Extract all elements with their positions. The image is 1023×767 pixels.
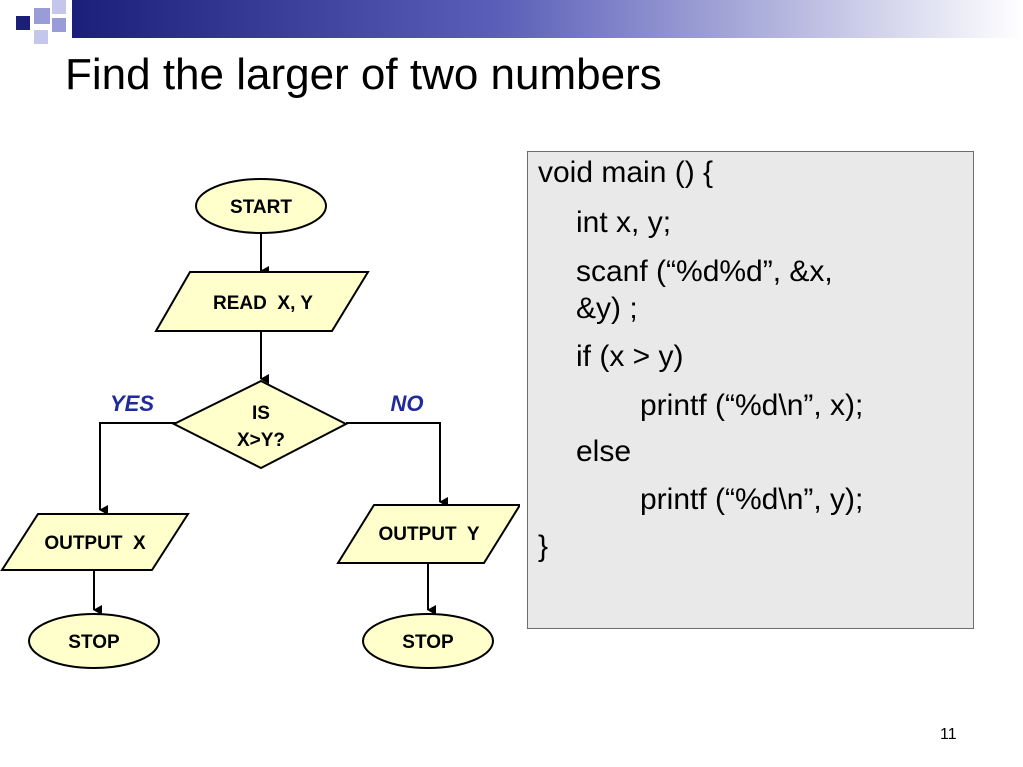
header-gradient-bar bbox=[72, 0, 1023, 38]
output-y-label: OUTPUT Y bbox=[379, 524, 480, 545]
no-branch-label: NO bbox=[391, 391, 424, 416]
connector-no-branch bbox=[346, 422, 448, 507]
header-square-light-1 bbox=[34, 8, 50, 24]
code-line-7: else bbox=[576, 435, 632, 468]
header-square-light-4 bbox=[52, 18, 66, 32]
decision-diamond bbox=[171, 379, 349, 470]
code-line-5: if (x > y) bbox=[576, 340, 684, 373]
output-y-shape bbox=[336, 504, 520, 564]
stop-terminator-right bbox=[362, 613, 494, 669]
flowchart: START READ X, Y IS X>Y? YES NO OUTPUT X … bbox=[0, 178, 520, 669]
read-label: READ X, Y bbox=[213, 293, 313, 314]
stop-terminator-left bbox=[28, 613, 160, 669]
output-x-shape bbox=[0, 513, 190, 571]
code-box: void main () { int x, y; scanf (“%d%d”, … bbox=[527, 151, 974, 629]
header-square-light-3 bbox=[34, 30, 48, 44]
page-number: 11 bbox=[940, 726, 957, 743]
output-x-label: OUTPUT X bbox=[44, 533, 146, 554]
header-square-dark bbox=[16, 16, 30, 30]
stop-left-label: STOP bbox=[68, 632, 120, 653]
yes-branch-label: YES bbox=[110, 391, 154, 416]
start-label: START bbox=[230, 197, 292, 218]
start-terminator bbox=[195, 178, 327, 234]
slide-title: Find the larger of two numbers bbox=[65, 50, 662, 99]
code-line-6: printf (“%d\n”, x); bbox=[640, 389, 864, 422]
stop-right-label: STOP bbox=[402, 632, 454, 653]
read-input-shape bbox=[154, 271, 370, 332]
decision-label-line1: IS bbox=[252, 403, 270, 424]
code-line-8: printf (“%d\n”, y); bbox=[640, 483, 864, 516]
code-line-2: int x, y; bbox=[576, 206, 672, 239]
connector-yes-branch bbox=[99, 422, 176, 515]
header-square-light-2 bbox=[52, 0, 66, 14]
code-line-4: &y) ; bbox=[576, 292, 638, 325]
code-line-9: } bbox=[538, 530, 549, 563]
code-line-1: void main () { bbox=[538, 156, 714, 189]
decision-label-line2: X>Y? bbox=[237, 430, 285, 451]
code-line-3: scanf (“%d%d”, &x, bbox=[576, 255, 833, 288]
header-decoration bbox=[16, 0, 1023, 44]
